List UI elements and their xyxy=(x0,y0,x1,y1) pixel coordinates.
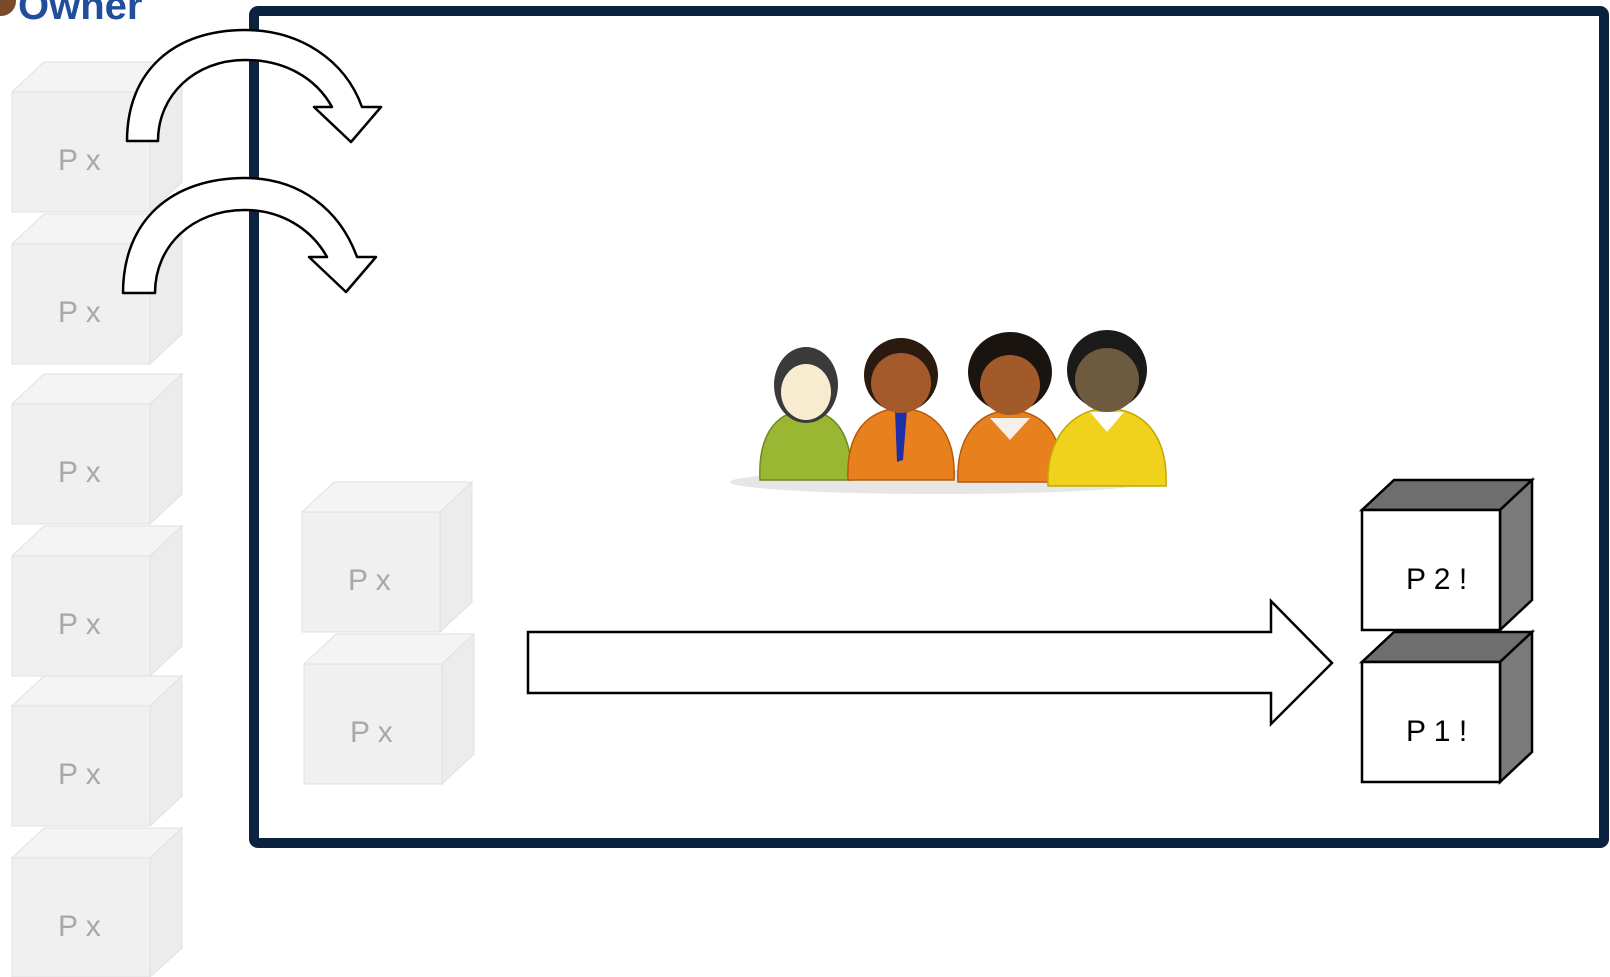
owner-label: Owner xyxy=(18,0,143,28)
sprint-item-label: P x xyxy=(350,716,393,749)
sprint-item: P x xyxy=(302,632,476,786)
done-item: P 2 ! xyxy=(1358,477,1536,633)
done-item-label: P 1 ! xyxy=(1406,715,1467,748)
backlog-item-label: P x xyxy=(58,910,101,943)
pull-arrow-icon xyxy=(121,176,378,295)
sprint-item-label: P x xyxy=(348,564,391,597)
product-backlog: P x P x P x P x xyxy=(10,60,184,977)
backlog-item-label: P x xyxy=(58,296,101,329)
backlog-item-label: P x xyxy=(58,608,101,641)
sprint-backlog: P x P x xyxy=(300,480,476,786)
pull-arrow-icon xyxy=(125,28,383,144)
progress-arrow-icon xyxy=(526,597,1334,728)
backlog-item-label: P x xyxy=(58,758,101,791)
backlog-item: P x xyxy=(10,372,184,526)
backlog-item-label: P x xyxy=(58,144,101,177)
done-item: P 1 ! xyxy=(1358,629,1536,785)
backlog-item: P x xyxy=(10,826,184,977)
backlog-item-label: P x xyxy=(58,456,101,489)
team-people-icon xyxy=(730,330,1167,494)
sprint-frame xyxy=(249,6,1609,848)
done-item-label: P 2 ! xyxy=(1406,563,1467,596)
done-increment: P 2 ! P 1 ! xyxy=(1358,477,1536,785)
backlog-item: P x xyxy=(10,60,184,214)
sprint-item: P x xyxy=(300,480,474,634)
backlog-item: P x xyxy=(10,524,184,678)
backlog-item: P x xyxy=(10,674,184,828)
